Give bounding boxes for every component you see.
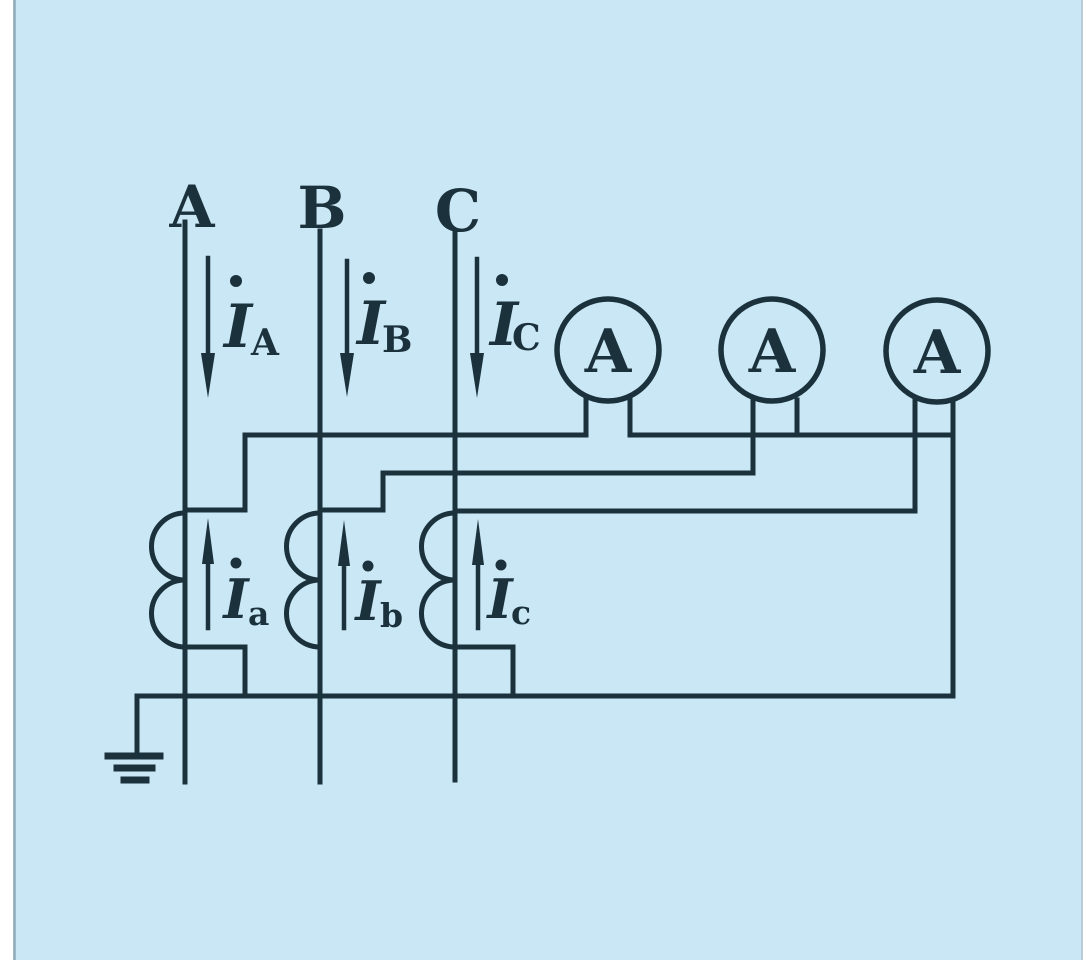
ground-symbol (104, 752, 164, 784)
primary-current-arrows (205, 255, 480, 363)
ct-coil-b (284, 510, 323, 650)
primary-current-subscript-c: C (512, 317, 541, 359)
ammeter-3-label: A (913, 318, 962, 388)
ammeter-1-label: A (584, 317, 633, 387)
wire-ct-c-bottom (452, 644, 516, 699)
secondary-current-symbol-b: I (353, 569, 382, 633)
wire-ct-a-bottom (182, 644, 248, 699)
primary-current-symbol-c: I (488, 290, 520, 360)
primary-arrowhead-b (340, 353, 354, 397)
secondary-current-symbol-a: I (221, 567, 250, 631)
primary-current-subscript-b: B (382, 319, 412, 361)
phasor-dot-primary-c (496, 274, 508, 286)
phase-b-label: B (297, 174, 346, 242)
ct-coil-a (149, 510, 188, 650)
phasor-dot-secondary-c (495, 559, 507, 571)
phasor-dot-primary-b (363, 272, 375, 284)
secondary-current-subscript-a: a (248, 594, 269, 633)
phasor-dot-primary-a (230, 275, 242, 287)
primary-current-symbol-a: I (222, 292, 254, 362)
secondary-current-subscript-b: b (380, 596, 403, 635)
secondary-arrowhead-c (472, 519, 484, 565)
secondary-current-arrows (205, 557, 481, 631)
phase-c-label: C (435, 177, 481, 245)
ammeter-2-label: A (748, 317, 797, 387)
ammeter-1-circle (554, 296, 662, 404)
secondary-arrowhead-b (338, 520, 350, 566)
wire-ct-a-to-ammeter-1 (182, 397, 589, 513)
secondary-current-subscript-c: c (511, 593, 531, 632)
secondary-arrowhead-a (202, 518, 214, 564)
phasor-dot-secondary-a (230, 557, 242, 569)
wire-common-bus (627, 397, 956, 438)
wire-ct-b-to-ammeter-2 (317, 397, 756, 513)
left-edge-strip (0, 0, 13, 960)
phase-a-label: A (168, 173, 215, 241)
secondary-current-symbol-c: I (485, 567, 514, 631)
ct-coil-c (419, 510, 458, 650)
right-edge-strip (1083, 0, 1088, 960)
primary-current-symbol-b: I (355, 289, 387, 359)
ammeter-2-circle (718, 296, 826, 404)
wire-ct-c-to-ammeter-3 (452, 397, 918, 514)
primary-arrowhead-c (470, 353, 484, 398)
wire-return-bus-to-ground (134, 397, 956, 756)
ammeter-3-circle (883, 297, 991, 405)
phasor-dot-secondary-b (362, 560, 374, 572)
primary-current-subscript-a: A (250, 322, 280, 364)
primary-arrowhead-a (201, 353, 215, 398)
